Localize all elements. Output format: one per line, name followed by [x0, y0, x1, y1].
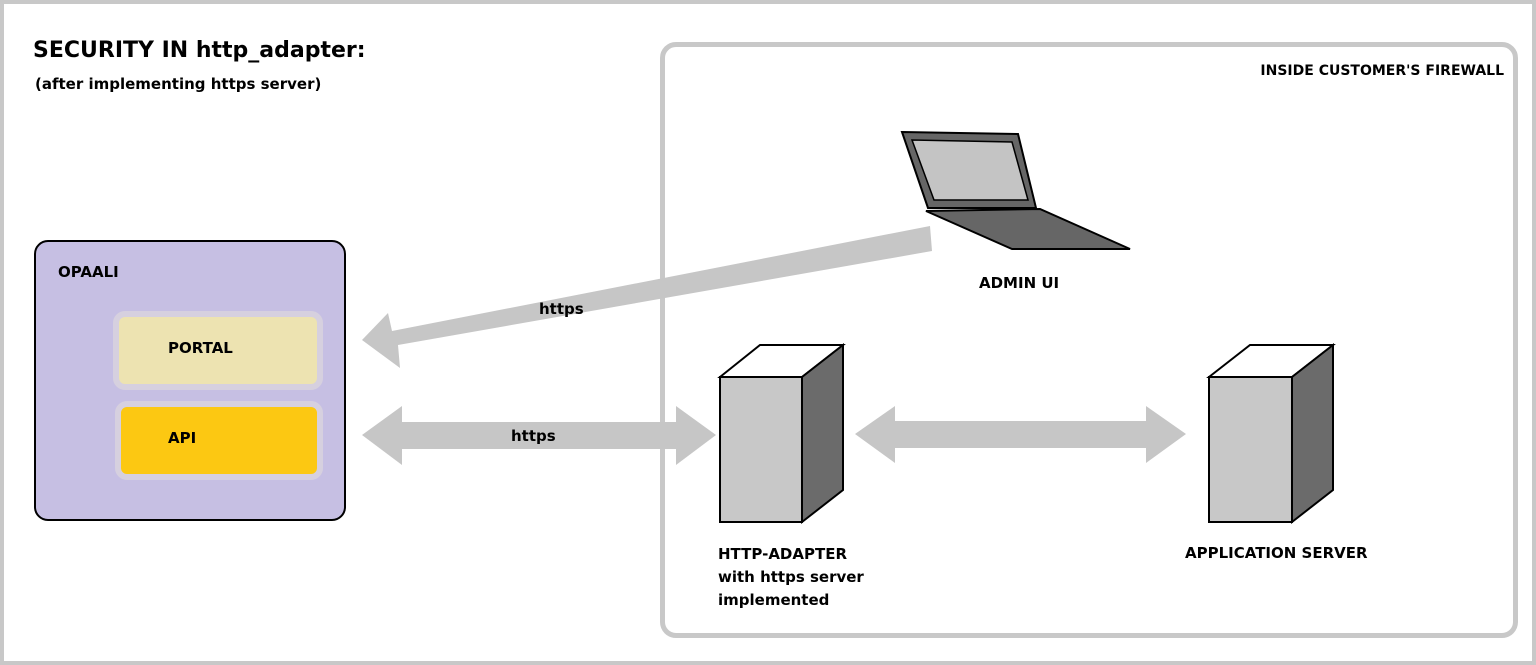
http-adapter-server-icon[interactable]: [717, 342, 846, 525]
diagram-title: SECURITY IN http_adapter:: [33, 38, 366, 63]
diagram-subtitle: (after implementing https server): [35, 75, 322, 93]
http-adapter-label: HTTP-ADAPTER with https server implement…: [718, 543, 864, 612]
firewall-boundary: [660, 42, 1518, 638]
https-label-admin: https: [539, 300, 584, 318]
admin-ui-label: ADMIN UI: [979, 274, 1060, 292]
http-adapter-label-line-1: HTTP-ADAPTER: [718, 545, 848, 563]
https-label-api: https: [511, 427, 556, 445]
http-adapter-label-line-3: implemented: [718, 591, 830, 609]
adapter-appserver-arrow[interactable]: [855, 406, 1186, 463]
api-box[interactable]: [115, 401, 323, 480]
http-adapter-label-line-2: with https server: [718, 568, 864, 586]
portal-label: PORTAL: [168, 339, 233, 357]
admin-to-portal-arrow[interactable]: [362, 226, 932, 368]
laptop-icon[interactable]: [900, 130, 1131, 250]
api-adapter-arrow[interactable]: [362, 406, 716, 465]
application-server-label: APPLICATION SERVER: [1185, 544, 1368, 562]
api-label: API: [168, 429, 197, 447]
firewall-label: INSIDE CUSTOMER'S FIREWALL: [1260, 63, 1504, 79]
application-server-icon[interactable]: [1206, 342, 1336, 525]
portal-box[interactable]: [113, 311, 323, 390]
opaali-label: OPAALI: [58, 263, 119, 281]
